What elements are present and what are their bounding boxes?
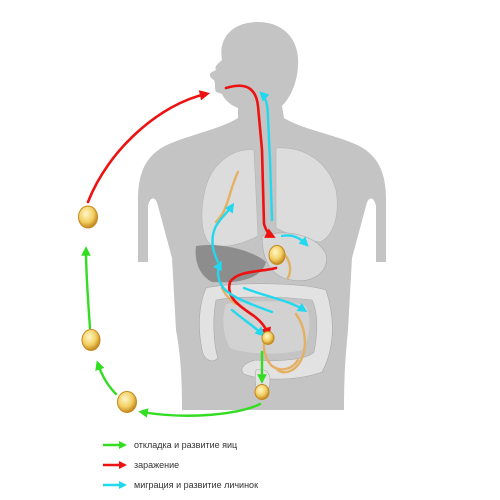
adult-worm-in-intestine-1: [274, 312, 307, 374]
migration-arrow-trachea: [259, 91, 274, 222]
egg-path: [81, 246, 267, 418]
migration-arrow-intestine: [242, 286, 308, 313]
larva-in-abdomen: [220, 286, 238, 306]
legend-label: заражение: [134, 460, 180, 470]
migration-arrow-stomach: [280, 234, 309, 247]
eggs: [78, 205, 286, 413]
egg-in-soil-1: [117, 391, 137, 413]
infection-arrow-intestine: [227, 266, 278, 338]
cyan-arrow-icon: [103, 481, 127, 489]
legend-item-migration: миграция и развитие личинок: [102, 478, 258, 492]
stomach: [261, 232, 327, 282]
legend-label: миграция и развитие личинок: [134, 480, 259, 490]
egg-arrow-to-egg4: [138, 402, 262, 418]
infection-arrow-to-mouth: [86, 90, 211, 204]
egg-in-soil-2: [81, 329, 101, 351]
green-arrow-icon: [103, 441, 127, 449]
migration-arrow-lungs: [211, 202, 235, 264]
egg-at-anus: [254, 384, 270, 400]
egg-arrow-to-egg2: [81, 246, 92, 330]
infection-path: [86, 84, 278, 338]
migration-arrow-gut-wall: [230, 308, 265, 337]
egg-in-intestine: [261, 331, 275, 345]
legend-label: откладка и развитие яиц: [134, 440, 238, 450]
legend-item-infection: заражение: [102, 458, 179, 472]
large-intestine: [199, 283, 333, 380]
red-arrow-icon: [103, 461, 127, 469]
egg-arrow-to-egg3: [95, 360, 118, 396]
infection-arrow-esophagus: [224, 84, 276, 238]
migration-arrow-to-liver: [213, 260, 274, 314]
migration-path: [211, 91, 309, 337]
egg-in-stomach: [268, 245, 286, 265]
legend-item-egg-laying: откладка и развитие яиц: [102, 438, 237, 452]
egg-embryonated: [78, 205, 98, 229]
